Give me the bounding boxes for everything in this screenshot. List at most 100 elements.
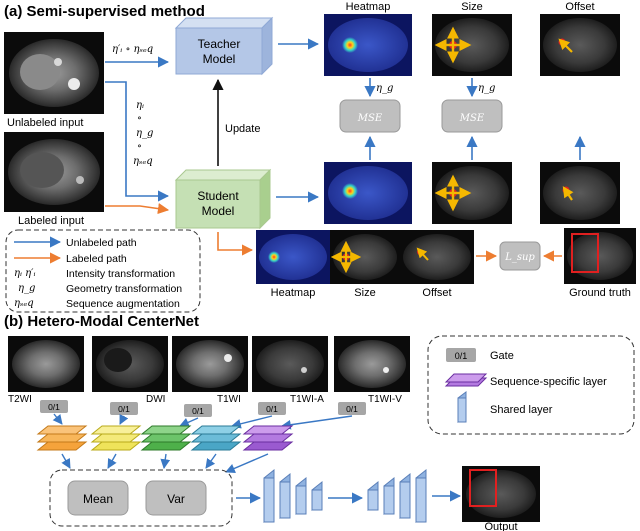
- teacher-heatmap-image: [324, 14, 412, 76]
- student-heatmap-image: [324, 162, 412, 224]
- svg-text:0/1: 0/1: [48, 402, 60, 412]
- gate-dwi: 0/1: [110, 402, 138, 415]
- legend-sym-sequence: ηₛₑq: [14, 298, 34, 309]
- student-offset-image: [540, 162, 620, 224]
- op-vert-5: ηₛₑq: [133, 156, 153, 167]
- labeled-heatmap-image: [256, 230, 330, 284]
- bottom-offset-label: Offset: [422, 287, 451, 299]
- student-label-2: Model: [202, 204, 235, 218]
- shared-layers-encoder: [263, 468, 323, 524]
- svg-text:0/1: 0/1: [346, 404, 358, 414]
- modality-label-t1wi-a: T1WI-A: [290, 394, 324, 405]
- modality-image-t1wi-a: [252, 336, 328, 392]
- legend-shared-layer-label: Shared layer: [490, 404, 553, 416]
- bottom-heatmap-label: Heatmap: [271, 287, 316, 299]
- op-vert-2: ∘: [137, 113, 142, 124]
- output-bounding-box: [469, 469, 497, 507]
- col-offset-label: Offset: [565, 1, 594, 13]
- svg-text:0/1: 0/1: [266, 404, 278, 414]
- sequence-layer-t2wi: [36, 425, 88, 451]
- output-label: Output: [484, 521, 517, 531]
- teacher-offset-image: [540, 14, 620, 76]
- modality-label-t1wi-v: T1WI-V: [368, 394, 402, 405]
- legend-intensity-label: Intensity transformation: [66, 268, 175, 280]
- lsup-label: L_sup: [504, 252, 535, 263]
- modality-image-t1wi: [172, 336, 248, 392]
- shared-layers-decoder: [367, 468, 427, 524]
- modality-label-t1wi: T1WI: [217, 394, 241, 405]
- mean-label: Mean: [83, 492, 113, 506]
- svg-text:0/1: 0/1: [455, 351, 468, 361]
- op-top-label: η′ᵢ ∘ ηₛₑq: [112, 44, 153, 55]
- teacher-label-2: Model: [203, 52, 236, 66]
- lsup-box: [499, 241, 541, 271]
- sequence-layer-t1wi: [140, 425, 192, 451]
- var-label: Var: [167, 492, 185, 506]
- mean-box: [67, 480, 129, 516]
- student-label-1: Student: [197, 189, 239, 203]
- modality-image-t2wi: [8, 336, 84, 392]
- modality-label-t2wi: T2WI: [8, 394, 32, 405]
- mse-label-1: MSE: [357, 113, 383, 124]
- student-model-block: [174, 168, 272, 230]
- legend-sequence-layer-label: Sequence-specific layer: [490, 376, 607, 388]
- sequence-layer-t1wi-a: [190, 425, 242, 451]
- labeled-to-student-arrow: [105, 203, 170, 215]
- legend-sym-intensity: ηᵢ η′ᵢ: [14, 268, 35, 279]
- legend-shared-layer-symbol: [457, 391, 467, 423]
- fusion-box: [49, 469, 233, 527]
- unlabeled-input-label: Unlabeled input: [7, 117, 83, 129]
- ground-truth-label: Ground truth: [569, 287, 631, 299]
- gate-t1wi-v: 0/1: [338, 402, 366, 415]
- legend-sym-geometry: η_g: [18, 283, 35, 294]
- gate-t2wi: 0/1: [40, 400, 68, 413]
- unlabeled-input-image: [4, 32, 104, 114]
- labeled-size-image: [330, 230, 400, 284]
- gate-t1wi: 0/1: [184, 404, 212, 417]
- mse-box-1: [339, 99, 401, 133]
- legend-unlabeled-label: Unlabeled path: [66, 237, 137, 249]
- op-vert-1: ηᵢ: [136, 100, 144, 111]
- student-labeled-output-arrow: [217, 232, 254, 256]
- col-size-label: Size: [461, 1, 482, 13]
- unlabeled-to-student-arrow: [105, 81, 170, 202]
- var-box: [145, 480, 207, 516]
- mse-box-2: [441, 99, 503, 133]
- teacher-model-block: [174, 16, 274, 76]
- svg-text:0/1: 0/1: [118, 404, 130, 414]
- eta-g-label-1: η_g: [376, 83, 393, 94]
- col-heatmap-label: Heatmap: [346, 1, 391, 13]
- section-a-title: (a) Semi-supervised method: [4, 3, 205, 20]
- output-image: [462, 466, 540, 522]
- modality-image-t1wi-v: [334, 336, 410, 392]
- sequence-layer-dwi: [90, 425, 142, 451]
- modality-image-dwi: [92, 336, 168, 392]
- bottom-size-label: Size: [354, 287, 375, 299]
- legend-gate-label: Gate: [490, 350, 514, 362]
- eta-g-label-2: η_g: [478, 83, 495, 94]
- labeled-input-image: [4, 132, 104, 212]
- op-vert-3: η_g: [136, 128, 153, 139]
- legend-sequence-layer-symbol: [444, 373, 488, 387]
- gt-bounding-box: [571, 233, 599, 273]
- svg-text:0/1: 0/1: [192, 406, 204, 416]
- op-vert-4: ∘: [137, 141, 142, 152]
- update-label: Update: [225, 123, 260, 135]
- legend-sequence-label: Sequence augmentation: [66, 298, 180, 310]
- teacher-label-1: Teacher: [198, 37, 241, 51]
- sequence-layer-t1wi-v: [242, 425, 294, 451]
- mse-label-2: MSE: [459, 113, 485, 124]
- modality-label-dwi: DWI: [146, 394, 165, 405]
- labeled-offset-image: [400, 230, 474, 284]
- student-size-image: [432, 162, 512, 224]
- legend-gate-symbol: 0/1: [446, 348, 476, 362]
- ground-truth-image: [564, 228, 636, 284]
- legend-b-box: [427, 335, 635, 435]
- section-b-title: (b) Hetero-Modal CenterNet: [4, 313, 199, 330]
- gate-t1wi-a: 0/1: [258, 402, 286, 415]
- teacher-size-image: [432, 14, 512, 76]
- labeled-input-label: Labeled input: [18, 215, 84, 227]
- legend-labeled-label: Labeled path: [66, 253, 127, 265]
- legend-a-box: [5, 229, 201, 313]
